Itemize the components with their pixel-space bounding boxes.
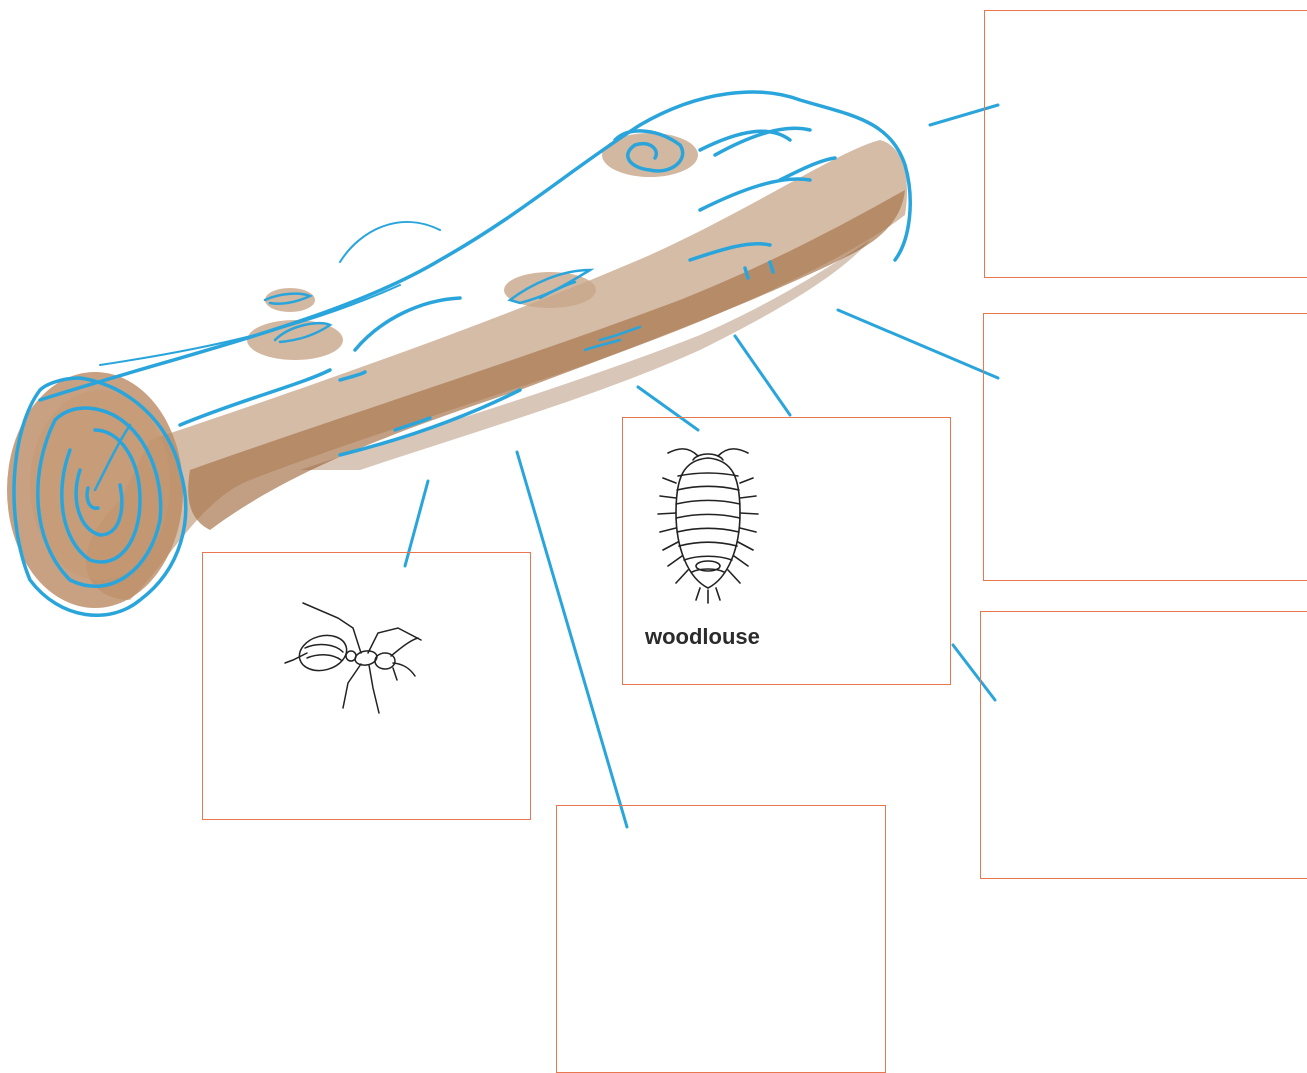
ant-drawing — [283, 598, 433, 718]
box-lower-right — [980, 611, 1307, 879]
box-bottom-center — [556, 805, 886, 1073]
woodlouse-label: woodlouse — [645, 624, 760, 650]
box-woodlouse: woodlouse — [622, 417, 951, 685]
connector-bottom-center — [517, 452, 627, 827]
box-mid-right — [983, 313, 1307, 581]
box-ant — [202, 552, 531, 820]
connector-woodlouse-right — [735, 336, 790, 415]
box-top-right — [984, 10, 1307, 278]
woodlouse-drawing — [648, 438, 768, 608]
connector-mid-right — [838, 310, 998, 378]
